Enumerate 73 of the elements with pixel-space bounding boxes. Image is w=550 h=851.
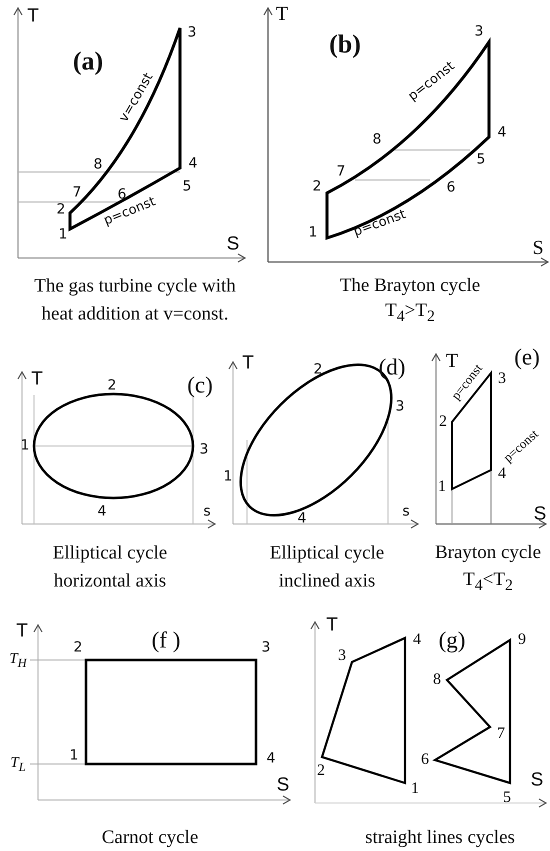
axis-label: s [402,504,410,520]
axis-value-label: T$_{H}$ [9,651,27,671]
panel-label: (f ) [152,627,180,653]
point-number: 4 [98,504,106,520]
axis-label: T [326,616,338,636]
point-number: 8 [433,671,441,689]
panel-label: (d) [378,354,406,380]
point-number: 1 [58,227,68,243]
point-number: 4 [188,156,198,172]
point-number: 2 [74,640,82,656]
caption: The Brayton cycle [340,274,480,298]
panel-label: (b) [329,30,361,60]
panel-label: (c) [187,372,213,398]
point-number: 3 [338,647,346,665]
point-number: 2 [312,179,322,195]
panel-label: (e) [514,344,540,370]
axis-label: T [31,370,43,390]
axis-label: T [16,622,28,642]
point-number: 2 [314,362,322,378]
point-number: 7 [336,164,346,180]
axis-label: S [532,237,544,259]
point-number: 6 [118,187,126,202]
axis-label: S [530,770,544,792]
caption: Elliptical cycle inclined axis [268,541,386,593]
caption: The gas turbine cycle with heat addition at v=const. [33,274,237,326]
caption: Brayton cycle [434,541,542,566]
point-number: 3 [188,25,196,41]
point-number: 3 [498,370,506,388]
caption: T$_{4}$<T$_{2}$ [463,568,513,596]
point-number: 8 [94,157,102,173]
point-number: 1 [70,748,78,764]
axis-label: T [27,6,39,28]
axis-label: S [534,504,546,526]
axis-label: T [446,350,458,372]
point-number: 3 [396,399,404,415]
panel-label: (a) [72,48,104,76]
point-number: 4 [298,511,306,527]
axis-label: S [226,234,240,256]
point-number: 4 [266,751,276,767]
point-number: 1 [224,469,232,485]
axis-label: s [203,504,211,520]
point-number: 3 [474,24,484,40]
caption: straight lines cycles [365,826,515,850]
point-number: 5 [503,789,511,807]
panel-label: (g) [438,627,466,653]
caption: T$_{4}$>T$_{2}$ [385,299,435,327]
point-number: 1 [438,478,446,496]
axis-label: T [276,3,288,25]
point-number: 2 [439,413,447,431]
caption: Carnot cycle [102,826,198,850]
point-number: 6 [446,180,456,196]
point-number: 3 [200,442,208,458]
point-number: 4 [413,631,421,649]
point-number: 2 [108,378,116,394]
point-number: 7 [497,725,505,743]
point-number: 5 [476,152,486,168]
point-number: 8 [372,132,382,148]
point-number: 2 [56,202,66,218]
point-number: 1 [20,438,30,454]
axis-value-label: T$_{L}$ [10,755,26,775]
point-number: 1 [308,225,318,241]
point-number: 6 [421,751,429,769]
caption: Elliptical cycle horizontal axis [52,541,168,593]
point-number: 9 [518,631,526,649]
axis-label: T [242,354,254,374]
point-number: 5 [182,179,192,195]
point-number: 1 [411,780,419,798]
point-number: 4 [498,465,506,483]
point-number: 4 [498,125,506,141]
point-number: 3 [262,640,270,656]
axis-label: S [276,776,290,796]
point-number: 7 [72,185,82,201]
point-number: 2 [317,762,325,780]
